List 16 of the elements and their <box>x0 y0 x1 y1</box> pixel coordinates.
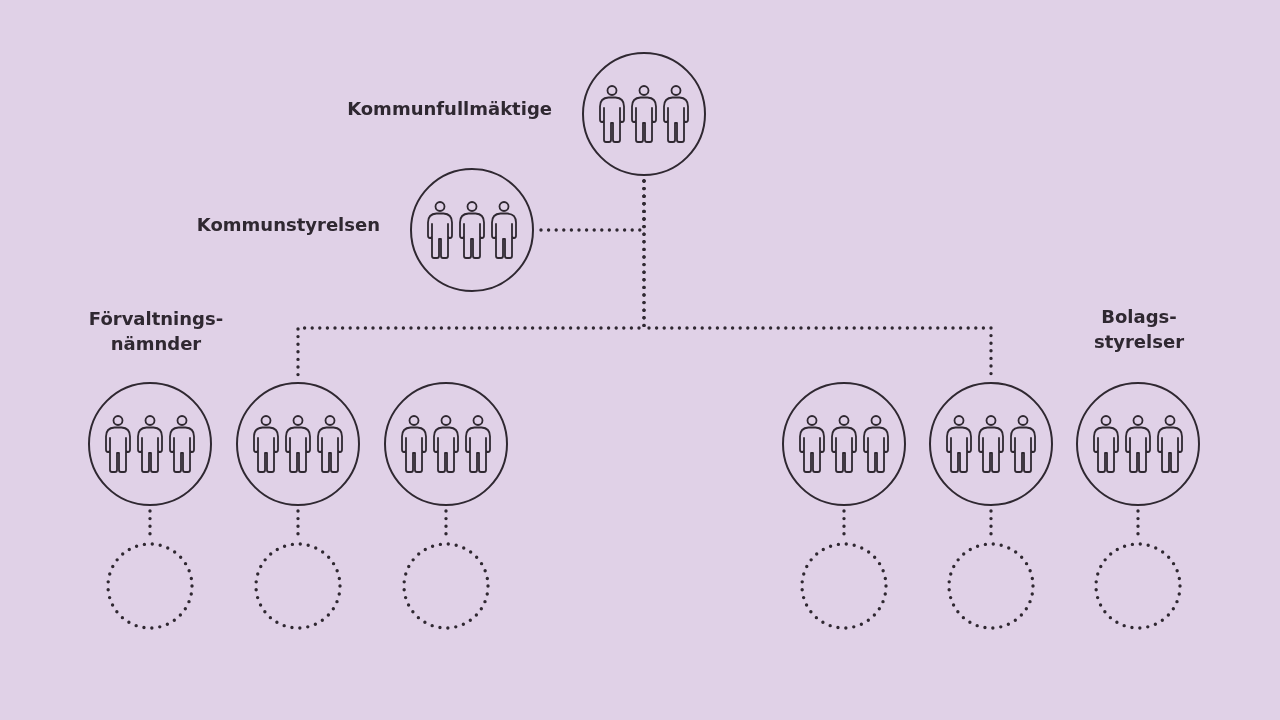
node-label: Kommunstyrelsen <box>196 213 380 237</box>
dotted-circle <box>254 542 342 630</box>
dotted-circle <box>402 542 490 630</box>
node-label: Kommunfullmäktige <box>347 97 552 121</box>
dotted-circle <box>106 542 194 630</box>
people-circle <box>384 382 508 506</box>
group-label: Bolags- styrelser <box>1092 305 1186 354</box>
dotted-circle <box>800 542 888 630</box>
people-circle <box>929 382 1053 506</box>
people-circle <box>88 382 212 506</box>
people-circle <box>236 382 360 506</box>
dotted-circle <box>947 542 1035 630</box>
group-label: Förvaltnings- nämnder <box>87 307 225 356</box>
people-circle <box>782 382 906 506</box>
people-circle <box>1076 382 1200 506</box>
dotted-circle <box>1094 542 1182 630</box>
